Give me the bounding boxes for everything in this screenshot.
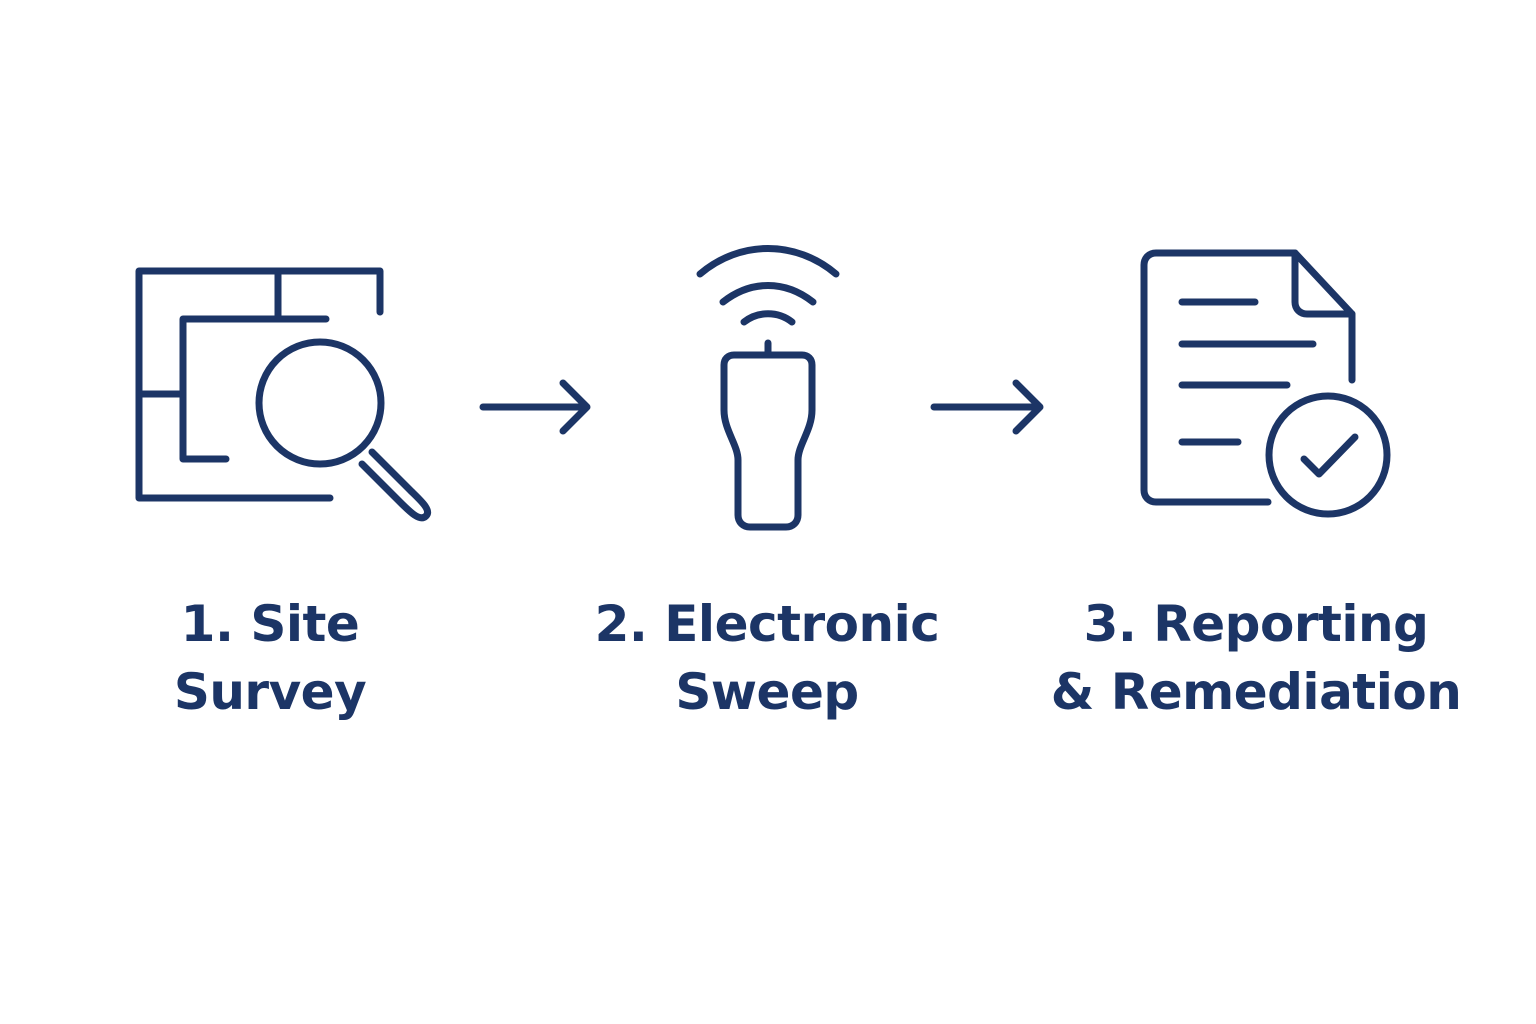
step-2-title: 2. Electronic: [594, 595, 940, 653]
floor-plan-search-icon: [135, 267, 431, 522]
step-3-title: 3. Reporting: [1083, 595, 1429, 653]
step-3-subtitle: & Remediation: [1050, 663, 1462, 721]
step-1-label: 1. Site Survey: [120, 590, 420, 726]
signal-detector-icon: [696, 245, 840, 531]
arrow-right-icon: [479, 379, 591, 435]
arrow-right-icon: [930, 379, 1044, 435]
step-2-subtitle: Sweep: [675, 663, 859, 721]
document-check-icon: [1140, 249, 1391, 518]
step-1-title: 1. Site: [180, 595, 360, 653]
step-1-subtitle: Survey: [173, 663, 367, 721]
step-2-label: 2. Electronic Sweep: [560, 590, 974, 726]
step-3-label: 3. Reporting & Remediation: [1040, 590, 1472, 726]
